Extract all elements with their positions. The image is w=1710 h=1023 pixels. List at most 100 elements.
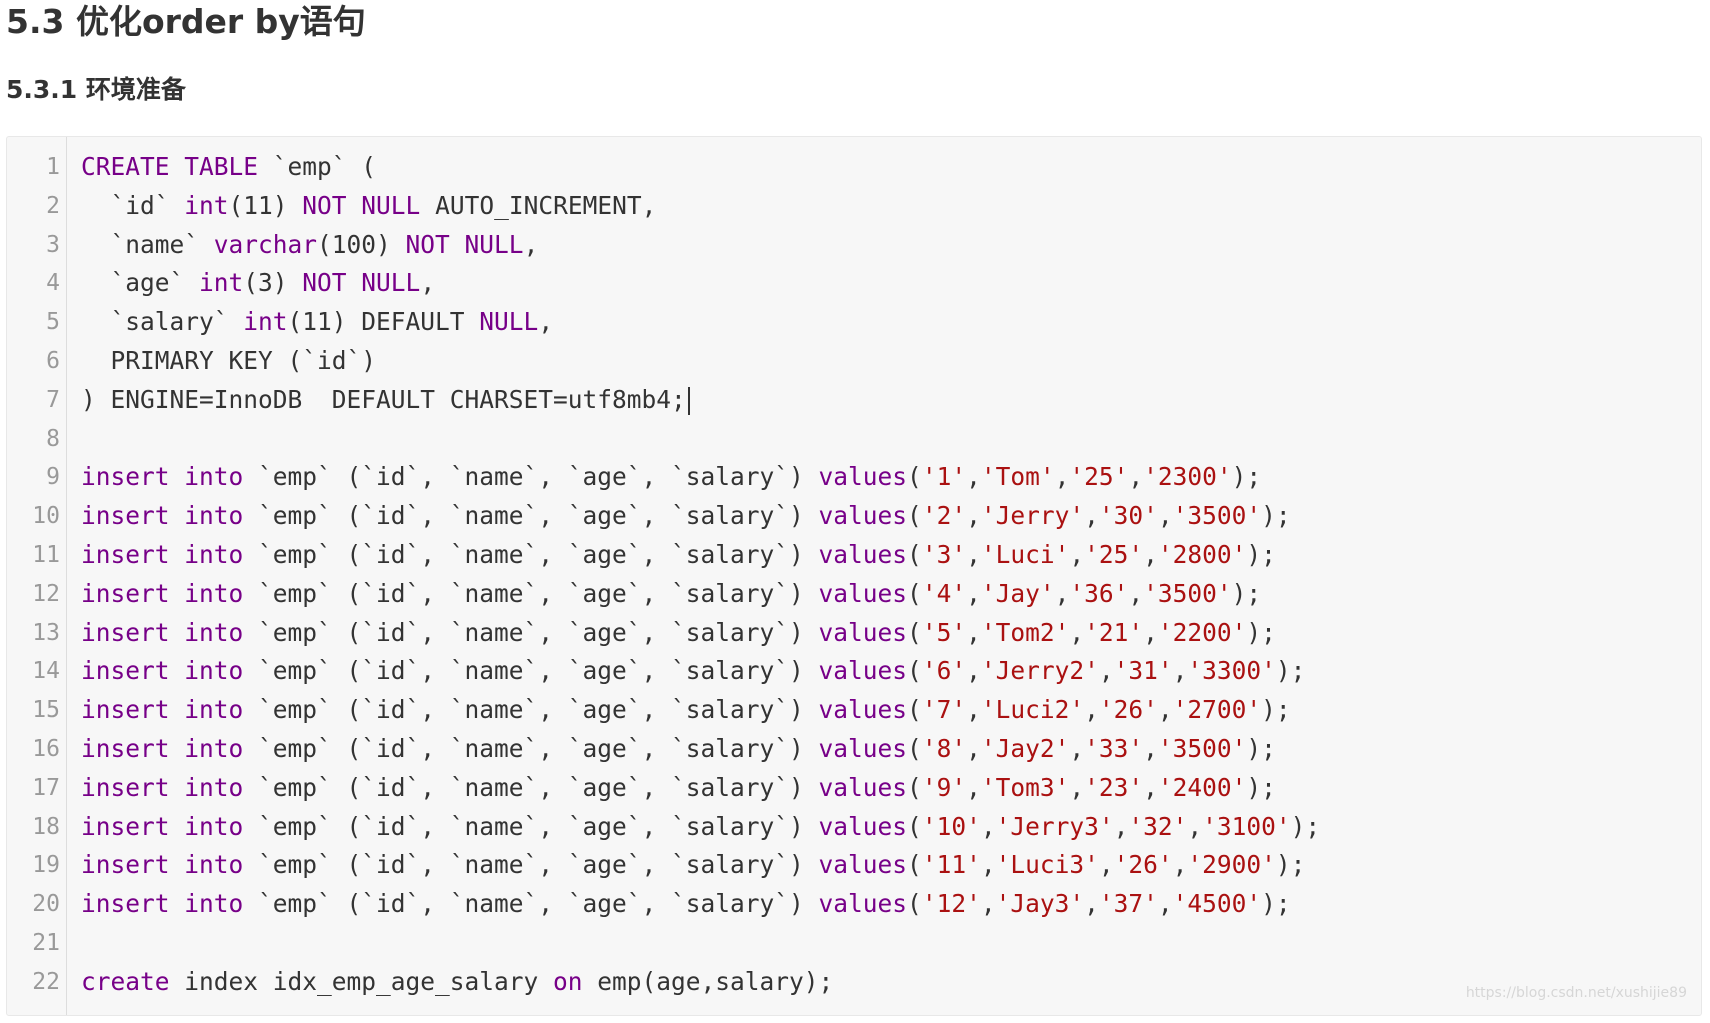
code-keyword: create [81,966,170,996]
code-text: `age` int(3) NOT NULL, [81,264,436,303]
code-token: ); [1275,850,1306,880]
code-string: 'Luci2' [980,695,1085,725]
code-token: , [980,811,996,841]
code-token: ( [907,772,922,802]
code-line: 20 insert into `emp` (`id`, `name`, `age`… [7,885,1701,924]
code-keyword: int [199,268,244,298]
code-token: , [1069,772,1085,802]
code-token: ); [1231,578,1262,608]
code-keyword: values [818,733,908,763]
code-token: ( [907,501,922,531]
code-token: ( [907,850,922,880]
code-keyword: insert into [81,656,244,686]
code-token: , [1157,695,1173,725]
code-token: , [1069,733,1085,763]
code-string: '5' [921,617,967,647]
code-string: '37' [1098,889,1158,919]
code-token: , [980,850,996,880]
code-token: index idx_emp_age_salary [169,966,554,996]
code-token: , [966,772,981,802]
line-number: 22 [32,968,60,995]
code-string: 'Luci' [980,539,1070,569]
code-string: '33' [1084,733,1144,763]
code-text: insert into `emp` (`id`, `name`, `age`, … [81,536,1276,575]
code-line: 1 CREATE TABLE `emp` ( [7,148,1701,187]
line-number: 17 [32,774,60,801]
code-token: , [523,229,539,259]
code-token: ); [1246,733,1276,763]
code-token: ); [1246,539,1276,569]
code-token: `name` [81,229,214,259]
code-token: , [1113,811,1129,841]
code-string: '6' [921,656,967,686]
code-keyword: values [818,850,908,880]
code-keyword: NOT NULL [302,268,421,298]
code-line: 3 `name` varchar(100) NOT NULL, [7,226,1701,265]
code-string: '26' [1098,695,1158,725]
code-string: 'Jay2' [980,733,1070,763]
code-string: 'Tom3' [980,772,1070,802]
code-text: `id` int(11) NOT NULL AUTO_INCREMENT, [81,187,657,226]
code-string: '9' [921,772,967,802]
line-number: 6 [46,347,60,374]
code-keyword: values [818,772,908,802]
code-token: `emp` (`id`, `name`, `age`, `salary`) [243,772,819,802]
code-token: , [1084,695,1099,725]
line-number: 20 [32,891,60,918]
code-string: '26' [1113,850,1173,880]
code-text: CREATE TABLE `emp` ( [81,148,376,187]
line-number: 1 [46,154,60,180]
code-token: , [1143,617,1158,647]
code-keyword: on [553,966,583,996]
code-token: `emp` (`id`, `name`, `age`, `salary`) [243,578,819,608]
code-token: , [1098,656,1114,686]
code-keyword: insert into [81,501,244,531]
code-token: , [1157,889,1173,919]
code-string: '2400' [1157,772,1247,802]
code-token: ( [907,889,922,919]
code-string: '2800' [1157,539,1247,569]
code-token: , [1128,462,1144,492]
line-number: 21 [32,929,60,956]
code-token: , [1069,617,1085,647]
code-string: '12' [921,889,981,919]
code-token: ( [907,539,922,569]
code-keyword: insert into [81,462,244,492]
code-keyword: insert into [81,695,244,725]
code-keyword: NOT NULL [302,190,421,220]
code-text: insert into `emp` (`id`, `name`, `age`, … [81,691,1291,730]
code-string: '21' [1084,617,1144,647]
code-keyword: insert into [81,617,244,647]
code-token: , [1187,811,1203,841]
code-token: , [966,501,981,531]
code-keyword: values [818,578,908,608]
code-keyword: values [818,889,908,919]
code-string: '4' [921,578,967,608]
code-keyword: values [818,811,908,841]
code-token: , [966,578,981,608]
line-number: 5 [46,309,60,336]
code-token: `emp` (`id`, `name`, `age`, `salary`) [243,889,819,919]
code-string: '25' [1084,539,1144,569]
code-string: '1' [921,462,967,492]
code-string: '10' [921,811,981,841]
code-string: 'Tom2' [980,617,1070,647]
code-string: 'Jerry3' [995,811,1114,841]
code-line: 6 PRIMARY KEY (`id`) [7,342,1701,381]
code-token: `emp` (`id`, `name`, `age`, `salary`) [243,811,819,841]
code-keyword: insert into [81,889,244,919]
code-token: ( [907,578,922,608]
code-token: `emp` (`id`, `name`, `age`, `salary`) [243,733,819,763]
code-keyword: values [818,462,908,492]
code-token: , [1069,539,1085,569]
code-token: , [1143,772,1158,802]
line-number: 14 [32,658,60,685]
code-token: , [966,733,981,763]
code-token: , [1172,850,1188,880]
code-token: , [1098,850,1114,880]
